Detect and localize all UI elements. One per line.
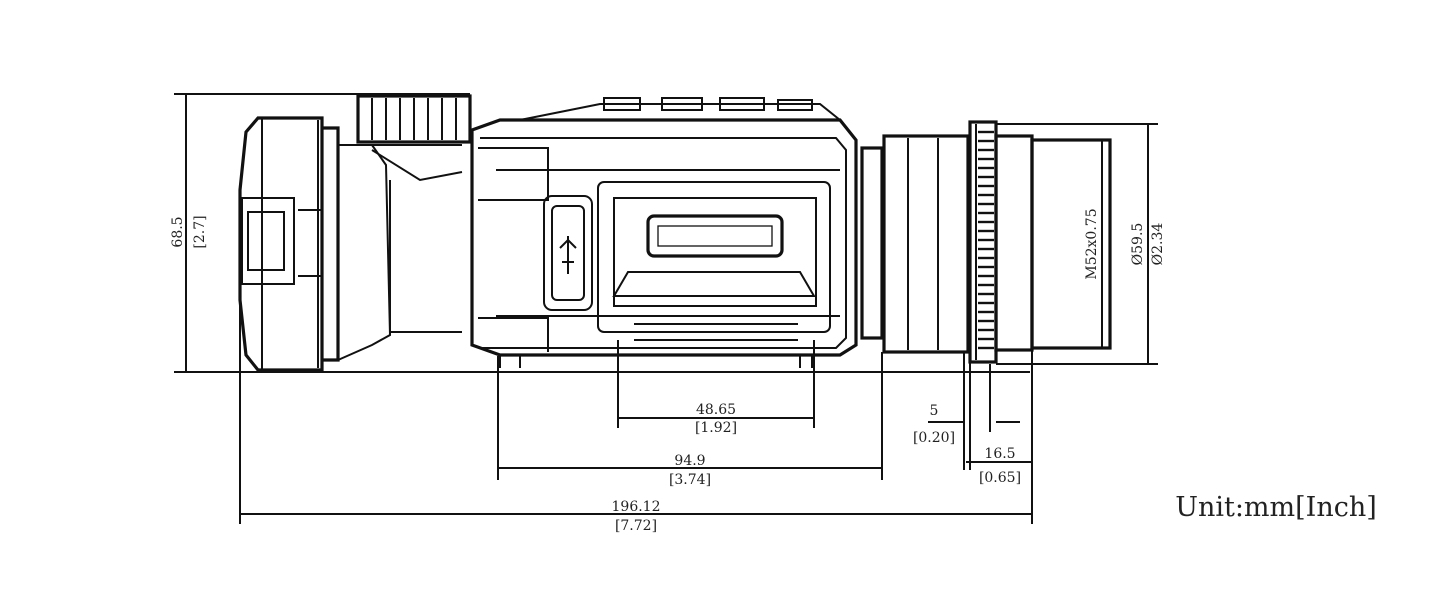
total-mm-label: 196.12: [612, 499, 661, 515]
height-in-label: [2.7]: [192, 215, 208, 248]
mid-mm-label: 94.9: [674, 453, 705, 469]
focus-knob: [356, 94, 472, 146]
height-mm-label: 68.5: [170, 216, 186, 247]
body-in-label: [1.92]: [695, 420, 737, 436]
front-ring: [860, 134, 970, 354]
eyepiece-tube: [322, 126, 463, 362]
main-body: [470, 97, 858, 368]
lens-knurling: [978, 130, 994, 350]
unit-label: Unit:mm[Inch]: [1175, 492, 1377, 523]
ring-mm-label: 16.5: [984, 446, 1015, 462]
lens-dia-in-label: Ø2.34: [1150, 223, 1166, 266]
dimension-labels: 68.5 [2.7] M52x0.75 Ø59.5 Ø2.34 48.65 [1…: [170, 208, 1377, 534]
total-in-label: [7.72]: [615, 518, 657, 534]
device-outline: [238, 94, 1112, 372]
ring-in-label: [0.65]: [979, 470, 1021, 486]
mid-in-label: [3.74]: [669, 472, 711, 488]
lens-dia-mm-label: Ø59.5: [1130, 223, 1146, 266]
body-mm-label: 48.65: [696, 402, 736, 418]
dimension-lines: [174, 93, 1158, 524]
eyecup: [238, 116, 324, 372]
thread-label: M52x0.75: [1084, 208, 1100, 279]
gap-in-label: [0.20]: [913, 430, 955, 446]
gap-mm-label: 5: [930, 403, 939, 419]
